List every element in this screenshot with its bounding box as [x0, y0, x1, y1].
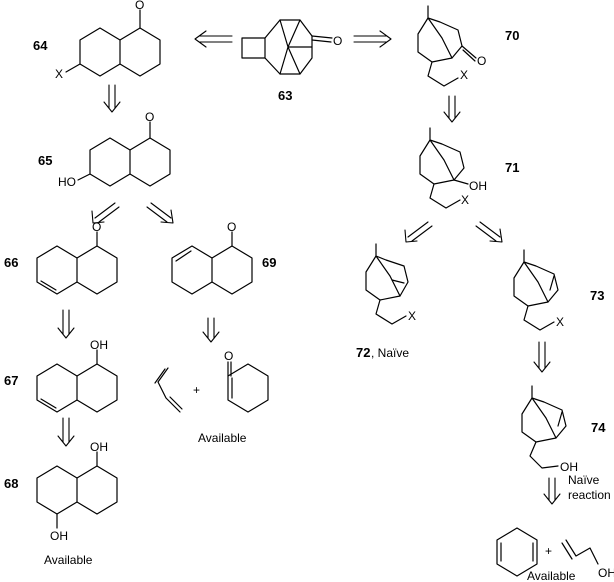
- atom-substituent-x: X: [55, 67, 63, 81]
- retro-arrow-71-to-73: [476, 222, 502, 242]
- retro-arrow-64-to-65: [104, 85, 120, 112]
- atom-hydroxyl: OH: [469, 179, 487, 193]
- compound-number-72: 72: [356, 345, 370, 360]
- compound-number-71: 71: [505, 160, 519, 175]
- atom-oxygen: O: [135, 0, 144, 12]
- compound-number-70: 70: [505, 28, 519, 43]
- structure-butadiene: [155, 368, 182, 412]
- retro-arrow-63-to-70: [354, 31, 391, 47]
- atom-hydroxyl: HO: [58, 175, 76, 189]
- compound-number-73: 73: [590, 288, 604, 303]
- atom-substituent-x: X: [460, 68, 468, 82]
- structure-72: [366, 244, 408, 324]
- retro-arrow-65-to-69: [147, 203, 173, 223]
- structure-64: [66, 10, 160, 76]
- retro-arrow-69-to-starting: [203, 318, 219, 342]
- retro-arrow-71-to-72: [405, 222, 432, 242]
- compound-number-68: 68: [4, 476, 18, 491]
- atom-substituent-x: X: [461, 193, 469, 207]
- retro-arrow-66-to-67: [58, 310, 74, 338]
- retro-arrow-67-to-68: [58, 418, 74, 446]
- compound-number-74: 74: [591, 420, 606, 435]
- atom-hydroxyl: OH: [598, 566, 614, 580]
- structure-butenol: [562, 540, 598, 564]
- reaction-label: reaction: [568, 488, 611, 502]
- structure-66: [37, 232, 117, 294]
- atom-hydroxyl: OH: [50, 529, 68, 543]
- compound-number-67: 67: [4, 373, 18, 388]
- structure-74: [522, 386, 566, 468]
- atom-substituent-x: X: [408, 309, 416, 323]
- plus-sign: +: [193, 383, 200, 397]
- structure-73: [514, 250, 558, 330]
- structure-65: [78, 122, 170, 186]
- atom-hydroxyl: OH: [90, 338, 108, 352]
- compound-number-64: 64: [33, 38, 48, 53]
- retro-arrow-63-to-64: [195, 31, 232, 47]
- plus-sign: +: [545, 544, 552, 558]
- structure-67: [37, 350, 117, 412]
- naive-label: Naïve: [568, 473, 600, 487]
- naive-note-72: , Naïve: [371, 346, 409, 360]
- atom-oxygen: O: [227, 220, 236, 234]
- structure-cyclohexenone: [228, 362, 268, 412]
- available-label: Available: [198, 431, 247, 445]
- atom-hydroxyl: OH: [560, 460, 578, 474]
- atom-oxygen: O: [333, 34, 342, 48]
- retro-arrow-73-to-74: [534, 342, 550, 372]
- compound-number-69: 69: [262, 255, 276, 270]
- available-label: Available: [527, 569, 576, 582]
- compound-number-66: 66: [4, 255, 18, 270]
- available-label: Available: [44, 553, 93, 567]
- atom-substituent-x: X: [556, 315, 564, 329]
- compound-number-63: 63: [278, 88, 292, 103]
- retro-arrow-70-to-71: [444, 96, 460, 122]
- atom-oxygen: O: [477, 54, 486, 68]
- atom-oxygen: O: [145, 110, 154, 124]
- retro-arrow-74-to-starting: [544, 478, 560, 504]
- structure-68: [37, 452, 117, 528]
- structure-69: [172, 232, 252, 294]
- atom-oxygen: O: [224, 349, 233, 363]
- structure-63: [242, 20, 332, 74]
- atom-hydroxyl: OH: [90, 440, 108, 454]
- compound-number-65: 65: [38, 153, 52, 168]
